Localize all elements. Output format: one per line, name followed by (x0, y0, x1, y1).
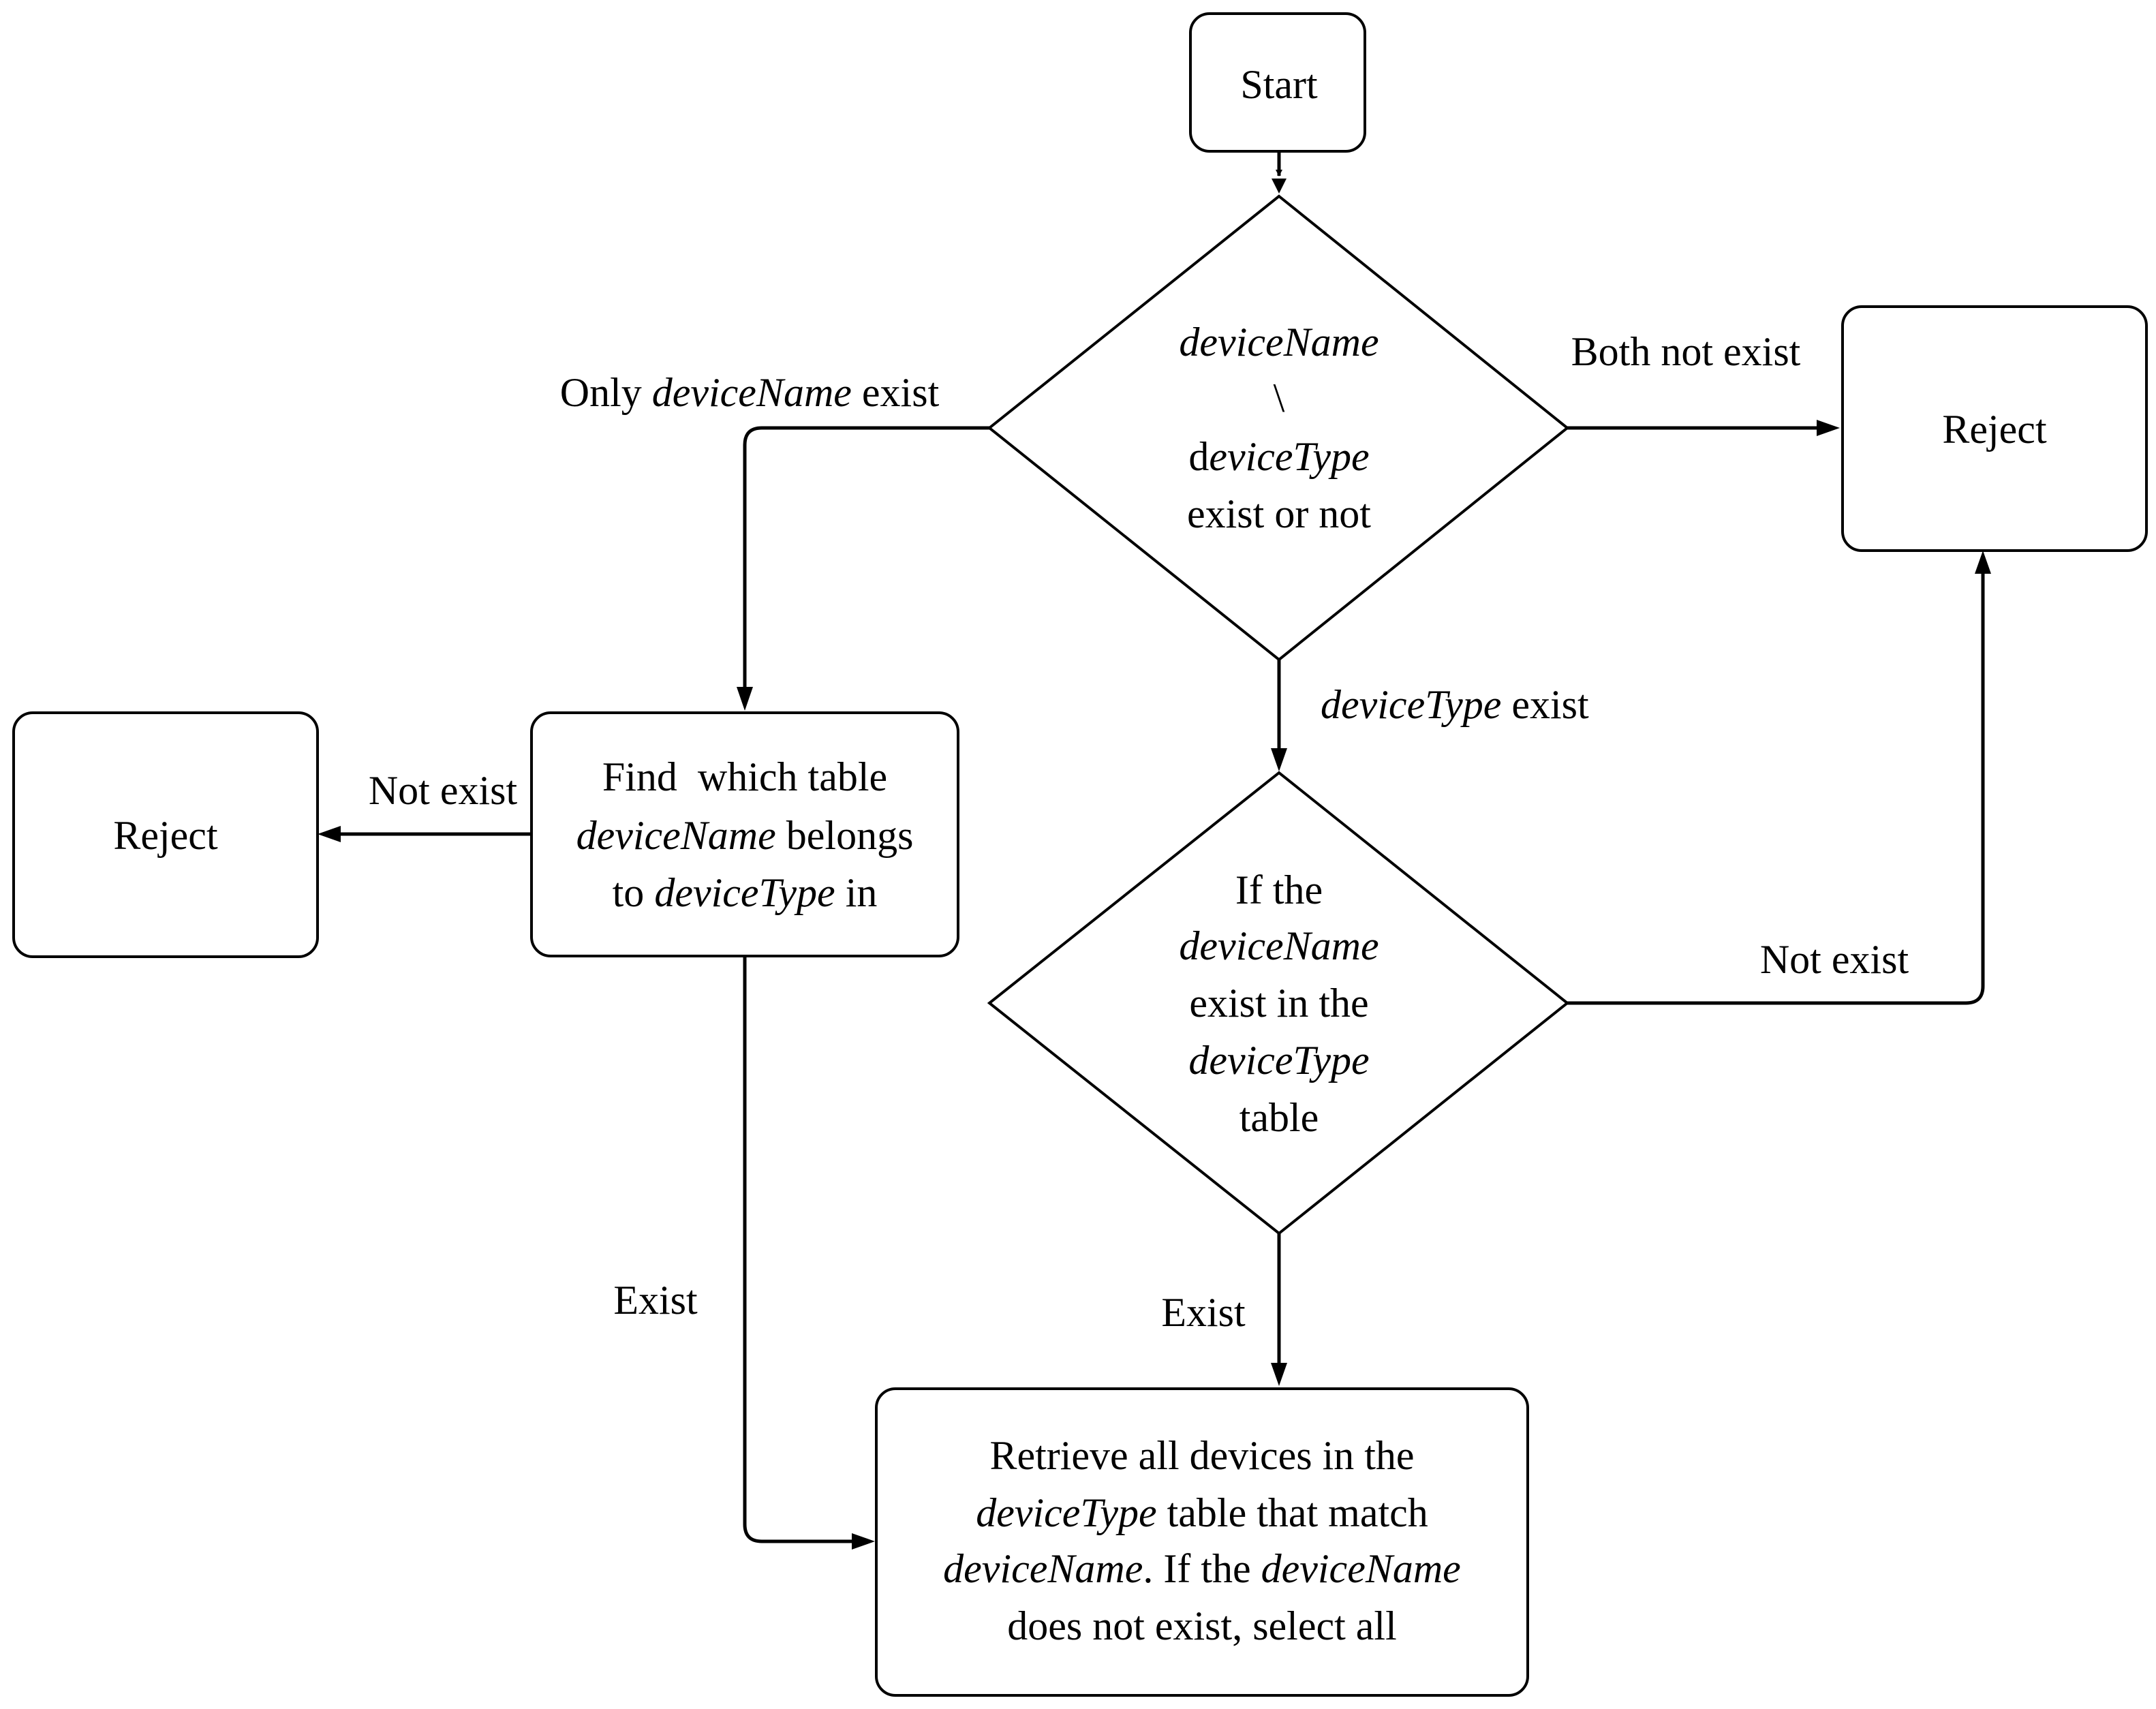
find-table-line3: to deviceType in (613, 870, 878, 915)
decision2-line4: deviceType (1188, 1038, 1369, 1083)
label-only-device-name-exist: Only deviceName exist (560, 370, 940, 415)
decision1-line3: deviceType (1188, 434, 1369, 479)
arrow-find-table-to-retrieve (743, 956, 853, 1543)
arrow-decision1-to-find-table (743, 426, 989, 688)
start-node: Start (1189, 12, 1366, 153)
reject-node-left: Reject (12, 711, 319, 958)
reject-left-label: Reject (113, 813, 218, 858)
retrieve-node: Retrieve all devices in the deviceType t… (875, 1387, 1529, 1697)
decision1-line4: exist or not (1187, 491, 1371, 536)
decision1-line1: deviceName (1179, 320, 1379, 365)
label-not-exist-right: Not exist (1760, 937, 1909, 982)
find-table-node: Find which table deviceName belongs to d… (530, 711, 959, 957)
label-not-exist-left: Not exist (369, 768, 518, 813)
edge-labels: Only deviceName exist Both not exist dev… (369, 329, 1909, 1335)
label-exist-bottom: Exist (1161, 1290, 1246, 1335)
arrowhead-icon (1272, 179, 1287, 194)
connectors (318, 151, 1991, 1550)
decision-device-exist: deviceName \ deviceType exist or not (987, 194, 1570, 662)
arrowhead-icon (318, 826, 341, 842)
decision2-line1: If the (1235, 867, 1323, 912)
label-device-type-exist: deviceType exist (1321, 682, 1589, 727)
reject-right-label: Reject (1942, 407, 2047, 452)
label-both-not-exist: Both not exist (1571, 329, 1801, 374)
decision2-line5: table (1239, 1095, 1319, 1140)
arrow-decision2-to-reject-right (1567, 572, 1985, 1005)
decision2-line2: deviceName (1179, 923, 1379, 968)
retrieve-line2: deviceType table that match (976, 1490, 1428, 1535)
arrowhead-icon (1975, 551, 1991, 574)
retrieve-line4: does not exist, select all (1007, 1603, 1397, 1648)
arrowhead-icon (852, 1533, 875, 1550)
label-exist-left: Exist (613, 1278, 698, 1323)
arrowhead-icon (1271, 748, 1287, 771)
arrowhead-icon (1817, 420, 1840, 436)
retrieve-line1: Retrieve all devices in the (989, 1433, 1414, 1478)
find-table-line2: deviceName belongs (576, 813, 914, 858)
decision2-line3: exist in the (1189, 981, 1368, 1026)
start-label: Start (1240, 62, 1318, 107)
retrieve-line3: deviceName. If the deviceName (943, 1546, 1461, 1591)
arrowhead-icon (1271, 1363, 1287, 1386)
decision1-line2: \ (1274, 375, 1285, 420)
arrowhead-icon (737, 687, 753, 711)
reject-node-right: Reject (1841, 305, 2148, 552)
decision-device-in-table: If the deviceName exist in the deviceTyp… (987, 771, 1570, 1235)
find-table-line1: Find which table (602, 754, 887, 799)
